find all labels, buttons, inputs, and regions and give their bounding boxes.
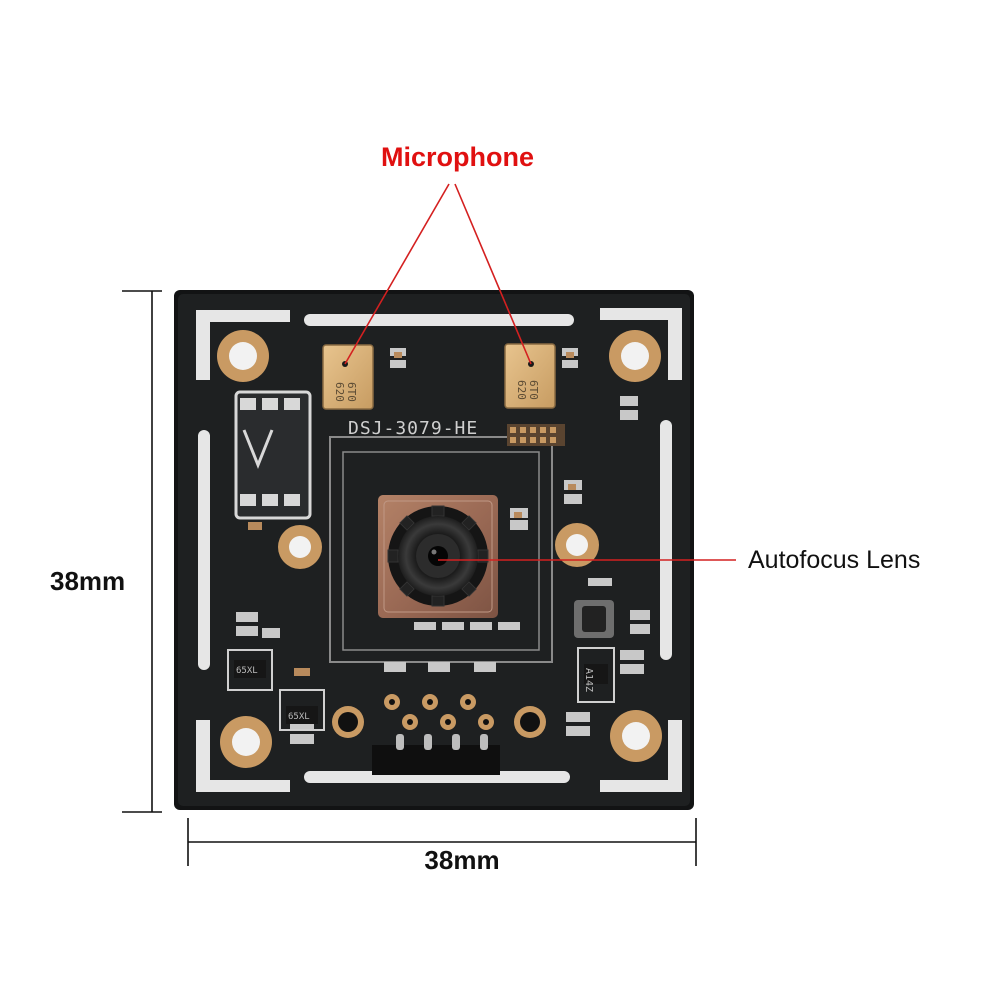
test-pads — [507, 424, 565, 446]
width-dimension-label: 38mm — [424, 845, 500, 875]
autofocus-lens-module — [378, 495, 498, 618]
microphone-right: 620 6T0 — [504, 343, 556, 409]
pcb-slots — [196, 308, 682, 792]
dimension-height — [122, 290, 162, 813]
connector — [372, 694, 500, 775]
mic-code-left-line2: 6T0 — [345, 382, 358, 402]
regulator-left-top-code: 65XL — [236, 666, 258, 676]
dimension-width — [187, 818, 697, 866]
regulator-right-code: A14Z — [583, 668, 594, 692]
microphone-left: 620 6T0 — [322, 344, 374, 410]
left-ic — [234, 390, 312, 520]
height-dimension-label: 38mm — [50, 566, 126, 596]
autofocus-lens-label: Autofocus Lens — [748, 546, 921, 574]
microphone-label: Microphone — [381, 142, 534, 172]
regulator-left-bottom-code: 65XL — [288, 712, 310, 722]
mic-code-left-line1: 620 — [333, 382, 346, 402]
mic-code-right-line1: 620 — [515, 380, 528, 400]
power-inductor — [574, 600, 614, 638]
microphone-callout-lines — [344, 183, 532, 365]
board-model-text: DSJ-3079-HE — [348, 418, 478, 439]
regulator-right: A14Z — [577, 647, 615, 703]
mounting-holes — [217, 330, 662, 768]
regulator-left-top: 65XL — [227, 649, 273, 691]
regulator-left-bottom: 65XL — [279, 689, 325, 731]
mic-code-right-line2: 6T0 — [527, 380, 540, 400]
smd-components — [236, 348, 650, 744]
